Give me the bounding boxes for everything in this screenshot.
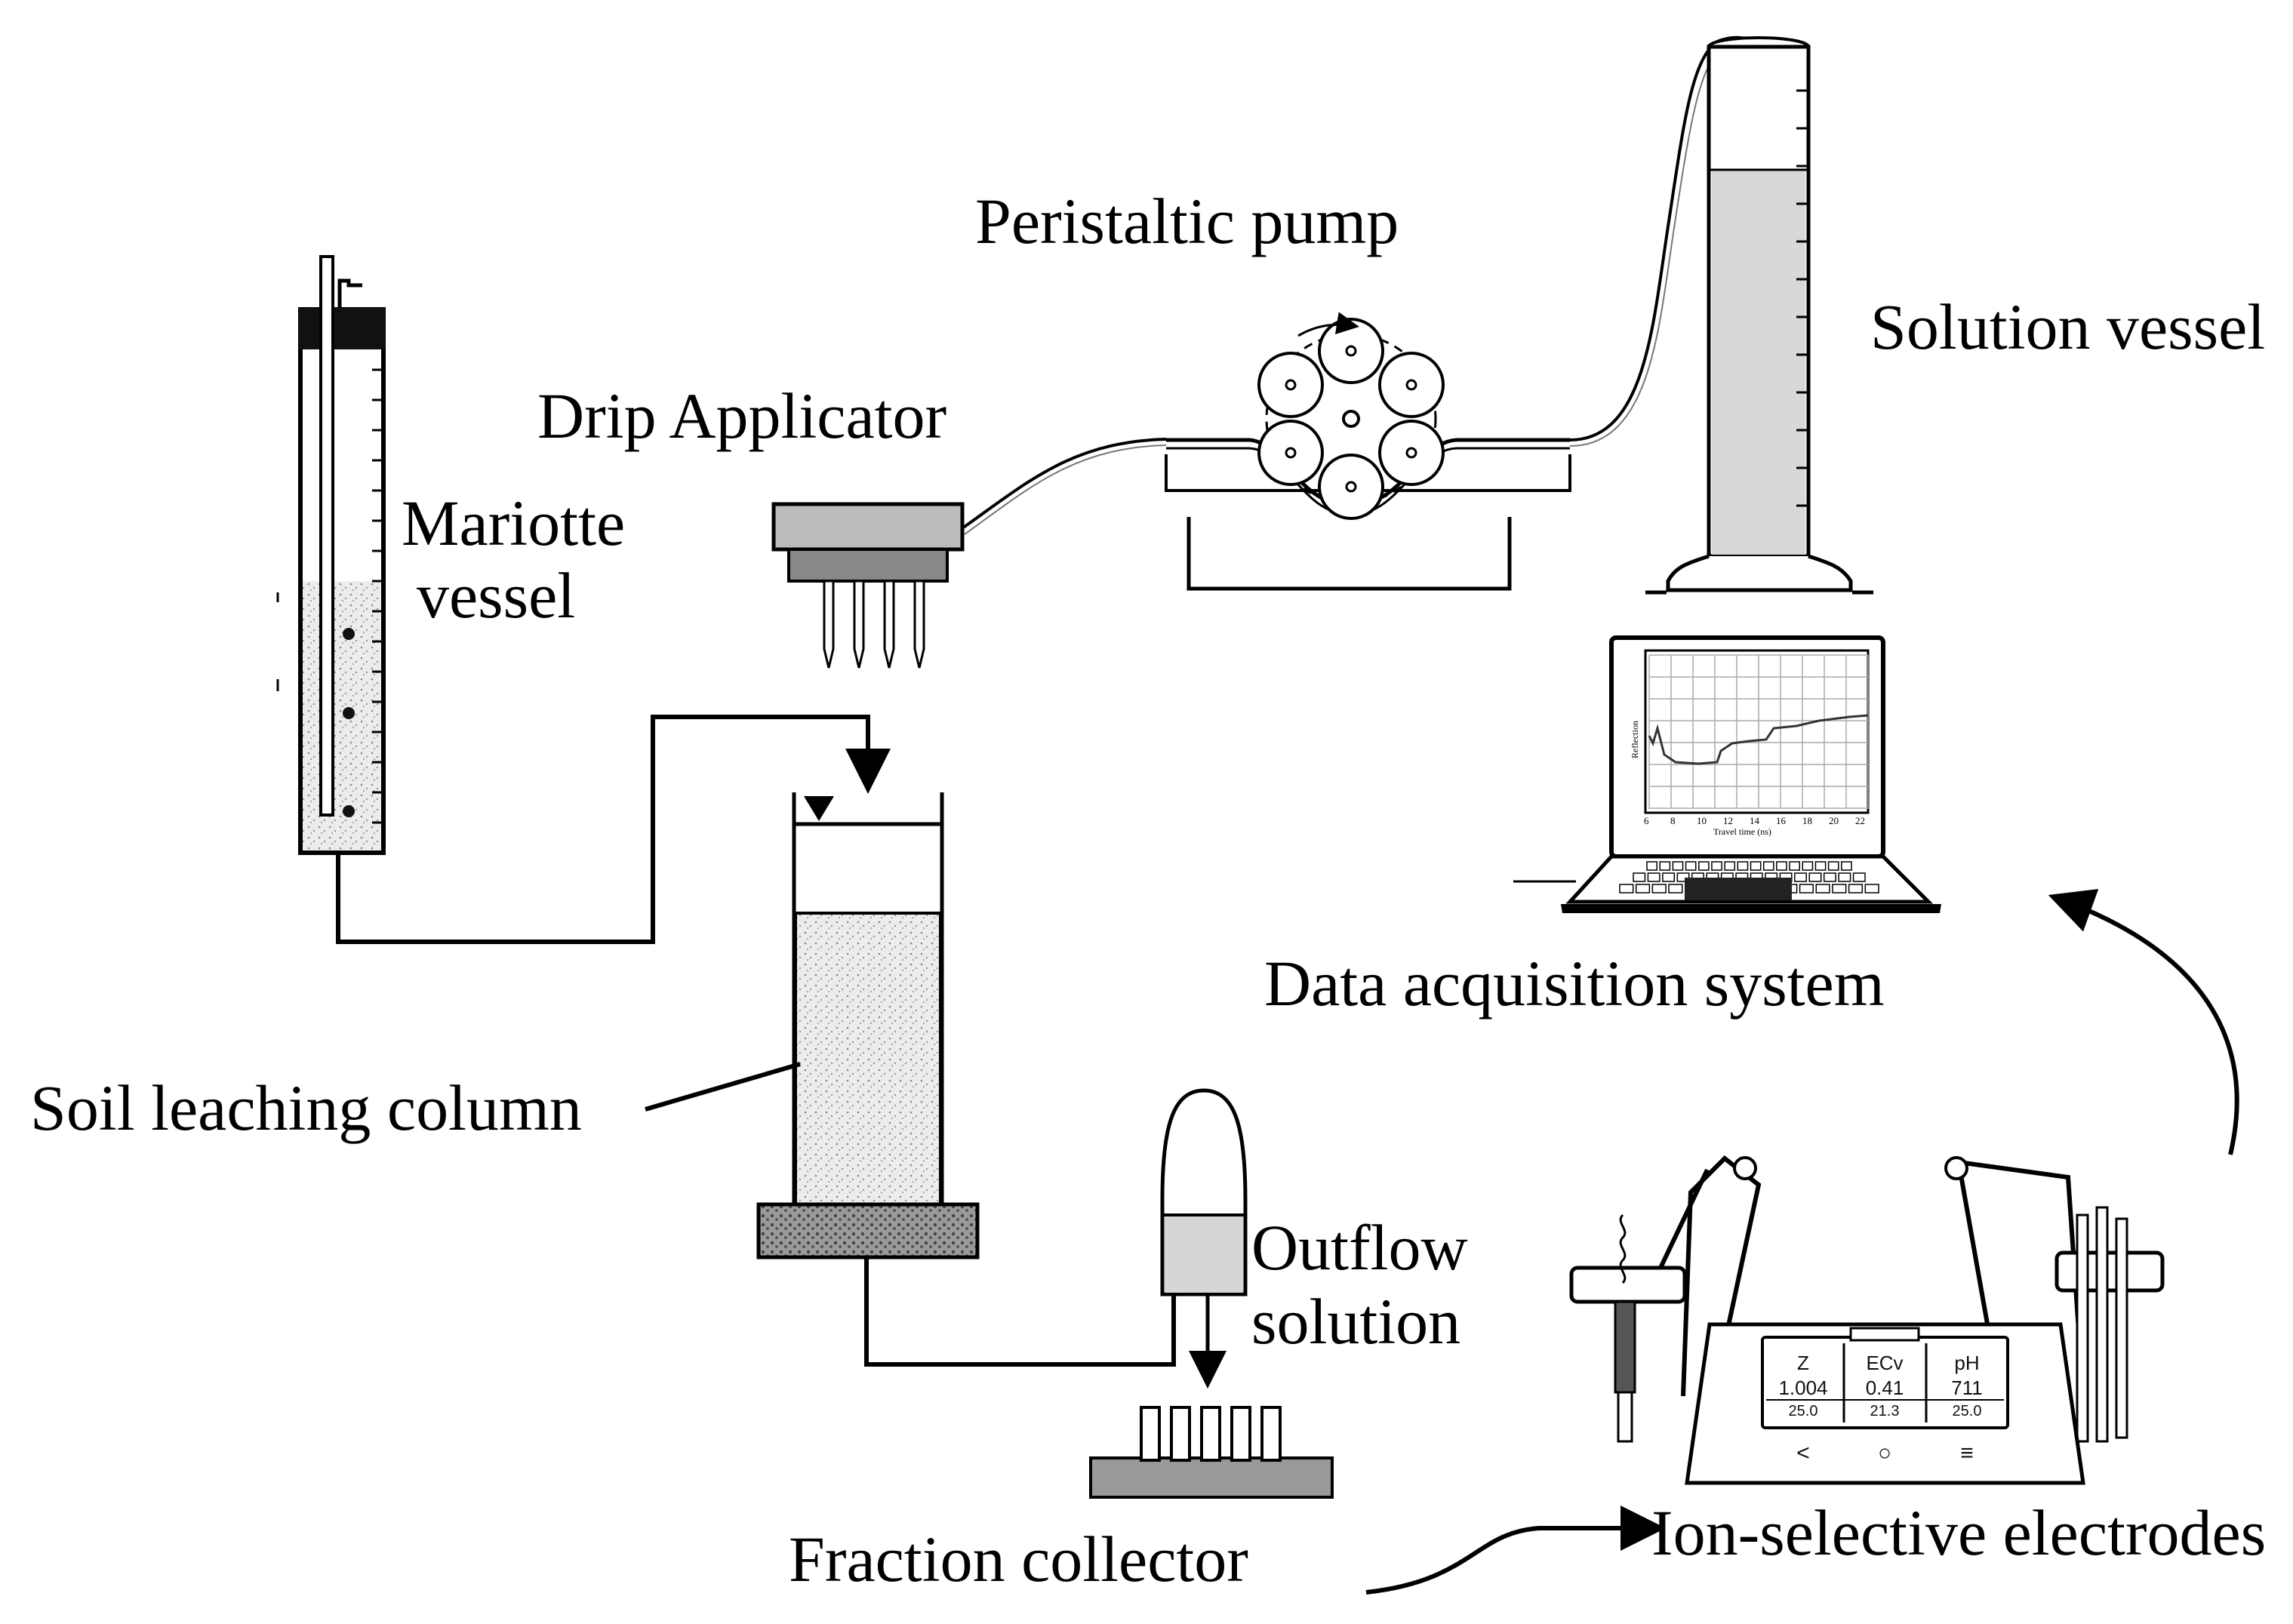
laptop-trace: [1648, 714, 1869, 765]
laptop-key: [1762, 861, 1774, 871]
meter-col-head: ECv: [1866, 1352, 1903, 1374]
label-mariotte-line1: Mariotte: [402, 487, 625, 559]
laptop-chart-grid: [1648, 654, 1869, 809]
meter-col-temp: 21.3: [1870, 1403, 1900, 1419]
laptop-key: [1659, 861, 1671, 871]
laptop-ylabel: Reflection: [1630, 721, 1640, 758]
meter-col-temp: 25.0: [1789, 1403, 1818, 1419]
outflow-tube: [864, 1257, 1176, 1367]
laptop-key: [1647, 872, 1661, 882]
meter-col-value: 0.41: [1866, 1376, 1904, 1399]
label-outflow-line1: Outflow: [1251, 1211, 1468, 1284]
laptop-key: [1838, 872, 1851, 882]
laptop-touchpad: [1685, 878, 1792, 900]
laptop-tick-label: 22: [1855, 815, 1865, 826]
laptop-tick-label: 10: [1697, 815, 1707, 826]
label-solution-vessel: Solution vessel: [1870, 291, 2265, 363]
laptop-key: [1711, 861, 1722, 871]
meter-button[interactable]: ≡: [1960, 1441, 1974, 1466]
electrodes-to-laptop-arrow: [2048, 889, 2239, 1155]
laptop-key: [1814, 861, 1827, 871]
mariotte-vessel: [276, 255, 386, 855]
feed-tube: [336, 715, 891, 944]
laptop-key: [1619, 884, 1634, 894]
laptop-key: [1633, 872, 1646, 882]
soil-leaching-column: [756, 792, 980, 1260]
label-ion-electrodes: Ion-selective electrodes: [1651, 1496, 2266, 1569]
outflow-bulb: [1160, 1088, 1248, 1389]
laptop-key: [1789, 861, 1800, 871]
laptop-xlabel: Travel time (ns): [1713, 826, 1771, 837]
meter-col-value: 1.004: [1778, 1376, 1827, 1399]
label-fraction-collector: Fraction collector: [789, 1523, 1248, 1595]
laptop-key: [1676, 872, 1690, 882]
laptop-key: [1841, 861, 1852, 871]
label-mariotte-line2: vessel: [417, 559, 575, 632]
laptop-key: [1832, 884, 1847, 894]
laptop-tick-label: 14: [1750, 815, 1760, 826]
laptop-key: [1808, 872, 1822, 882]
meter-col-value: 711: [1951, 1376, 1982, 1399]
laptop-key: [1672, 861, 1684, 871]
laptop-key: [1750, 861, 1762, 871]
meter-button[interactable]: ○: [1878, 1441, 1891, 1466]
laptop-key: [1815, 884, 1830, 894]
fraction-collector: [1089, 1406, 1334, 1499]
laptop-tick-label: 6: [1644, 815, 1649, 826]
laptop-key: [1685, 861, 1697, 871]
laptop-tick-label: 16: [1776, 815, 1787, 826]
peristaltic-pump: [1165, 312, 1571, 591]
meter-button[interactable]: <: [1796, 1441, 1810, 1466]
label-peristaltic-pump: Peristaltic pump: [975, 185, 1399, 257]
meter-col-temp: 25.0: [1953, 1403, 1982, 1419]
laptop-key: [1776, 861, 1787, 871]
laptop-key: [1662, 872, 1676, 882]
laptop-key: [1724, 861, 1736, 871]
laptop-tick-labels: 6 8 10 12 14 16 18 20 22: [1644, 815, 1865, 826]
laptop-key: [1848, 884, 1864, 894]
meter-col-head: pH: [1954, 1352, 1979, 1374]
laptop-key: [1827, 861, 1839, 871]
laptop-key: [1864, 884, 1879, 894]
electrodes-label-arrow: [1365, 1506, 1666, 1595]
laptop-key: [1794, 872, 1807, 882]
laptop-tick-label: 18: [1802, 815, 1812, 826]
solution-vessel: [1645, 36, 1873, 595]
drip-applicator: [771, 438, 1167, 669]
laptop-key: [1668, 884, 1683, 894]
laptop-key: [1852, 872, 1866, 882]
laptop-tick-label: 20: [1829, 815, 1839, 826]
laptop-keyboard: [1619, 861, 1879, 894]
meter-col-head: Z: [1797, 1352, 1809, 1374]
soil-column-leader: [645, 1062, 801, 1112]
laptop-tick-label: 8: [1670, 815, 1676, 826]
laptop-key: [1823, 872, 1836, 882]
meter-buttons: < ○ ≡: [1796, 1441, 1974, 1466]
laptop-key: [1799, 884, 1814, 894]
label-data-acquisition: Data acquisition system: [1264, 947, 1885, 1020]
label-soil-column: Soil leaching column: [30, 1072, 582, 1144]
laptop-key: [1646, 861, 1657, 871]
laptop: Reflection 6 8 10 12 14 16 18 20 22 Travel time …: [1513, 635, 1941, 913]
laptop-tick-label: 12: [1723, 815, 1733, 826]
laptop-key: [1651, 884, 1667, 894]
label-drip-applicator: Drip Applicator: [537, 380, 946, 452]
laptop-key: [1802, 861, 1814, 871]
laptop-key: [1737, 861, 1749, 871]
laptop-key: [1698, 861, 1710, 871]
laptop-key: [1635, 884, 1651, 894]
label-outflow-line2: solution: [1251, 1285, 1460, 1358]
